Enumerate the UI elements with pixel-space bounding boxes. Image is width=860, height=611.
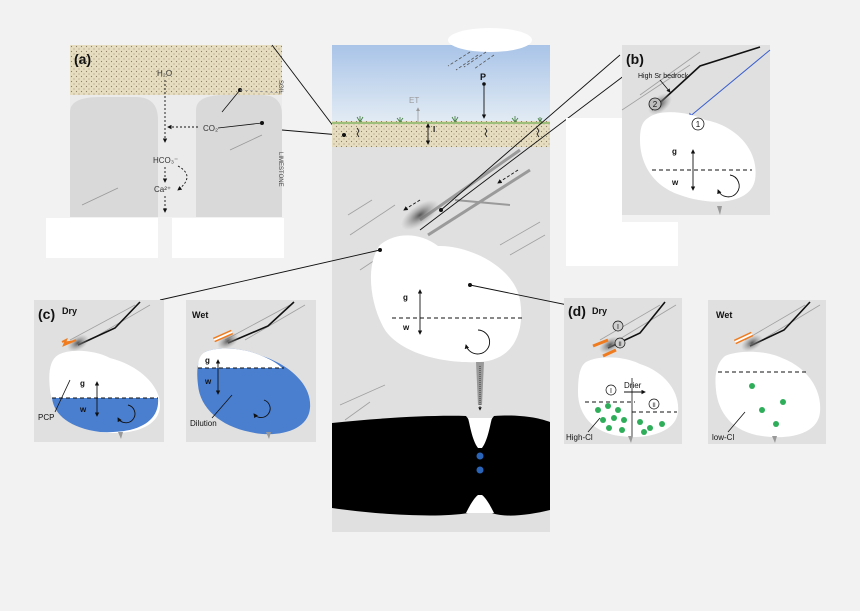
bedrock-shadow bbox=[401, 199, 439, 231]
infiltration-squiggles bbox=[356, 127, 540, 138]
high-sr-bedrock-label: High Sr bedrock bbox=[638, 73, 689, 80]
panel-a-white-block-left bbox=[46, 218, 158, 258]
connector-a-top bbox=[271, 44, 341, 136]
mixing-arrow bbox=[464, 329, 491, 355]
central-reservoir bbox=[370, 235, 522, 363]
panel-c-wet: Wet g w Dilution bbox=[186, 300, 316, 442]
limestone-side-label: LIMESTONE bbox=[277, 152, 283, 187]
pathway-1-number: 1 bbox=[696, 120, 701, 129]
panel-b: (b) High Sr bedrock 2 1 g w bbox=[621, 45, 771, 215]
d-dry-arrow-1 bbox=[592, 338, 609, 348]
panel-c-dry-w: w bbox=[79, 405, 87, 414]
limestone-block-left bbox=[70, 97, 158, 217]
panel-c-dry: (c) Dry g w PCP bbox=[34, 300, 164, 442]
co2-leader-2 bbox=[221, 89, 241, 113]
connector-c bbox=[159, 249, 381, 301]
sky bbox=[332, 45, 550, 123]
panel-d-dry: (d) Dry I II Drier I II High-Cl bbox=[564, 298, 682, 444]
dilution-label: Dilution bbox=[190, 419, 217, 428]
panel-c-wet-g: g bbox=[205, 356, 210, 365]
panel-a-white-block-right bbox=[172, 218, 284, 258]
hco3-label: HCO₃⁻ bbox=[153, 156, 178, 165]
d-top-roman-2: II bbox=[618, 342, 622, 348]
d-lower-roman-1: I bbox=[610, 388, 612, 395]
dry-orange-arrow bbox=[61, 337, 77, 347]
panel-a: (a) H₂O CO₂ HCO₃⁻ Ca²⁺ SOIL LIMESTONE bbox=[46, 45, 284, 258]
panel-d-dry-label: Dry bbox=[592, 306, 607, 316]
et-label: ET bbox=[409, 96, 419, 105]
drip-drop-1 bbox=[476, 452, 484, 460]
panel-b-label: (b) bbox=[626, 51, 644, 67]
d-top-roman-1: I bbox=[617, 324, 619, 331]
low-cl-label: low-Cl bbox=[712, 433, 734, 442]
cloud bbox=[448, 28, 532, 52]
panel-d-wet-label: Wet bbox=[716, 310, 732, 320]
soil-strip bbox=[332, 121, 550, 147]
d-lower-roman-2: II bbox=[652, 403, 656, 409]
connector-a-bottom bbox=[281, 129, 341, 136]
panel-d-label: (d) bbox=[568, 303, 586, 319]
co2-leader-1 bbox=[217, 122, 263, 129]
panel-c-label: (c) bbox=[38, 306, 55, 322]
fractures bbox=[339, 199, 546, 421]
connector-b-lower bbox=[419, 74, 626, 231]
panel-c-wet-w: w bbox=[204, 377, 212, 386]
pathway-2-marker bbox=[648, 97, 662, 111]
panel-b-g: g bbox=[672, 147, 677, 156]
high-cl-dots bbox=[595, 403, 665, 435]
drier-label: Drier bbox=[624, 381, 642, 390]
blue-flow-arrow bbox=[687, 49, 771, 119]
pathway-1-marker bbox=[691, 117, 705, 131]
h2o-label: H₂O bbox=[157, 69, 172, 78]
high-cl-label: High-Cl bbox=[566, 433, 593, 442]
rain bbox=[447, 51, 495, 71]
d-dry-arrow-2 bbox=[602, 348, 617, 358]
panel-c-dry-label: Dry bbox=[62, 306, 77, 316]
grass bbox=[356, 116, 543, 123]
precip-label: P bbox=[480, 72, 486, 82]
panel-c-wet-water bbox=[197, 348, 311, 435]
panel-d-wet: Wet low-Cl bbox=[708, 300, 826, 444]
pcp-label: PCP bbox=[38, 413, 54, 422]
panel-a-label: (a) bbox=[74, 51, 91, 67]
soil-side-label: SOIL bbox=[277, 80, 283, 94]
infiltration-label: I bbox=[433, 125, 435, 134]
stalagmite bbox=[466, 495, 494, 513]
connector-b-upper bbox=[440, 54, 621, 211]
central-cave-section: ET P I g w bbox=[332, 28, 550, 532]
white-block-right-wide bbox=[566, 222, 678, 266]
pathway-2-number: 2 bbox=[653, 100, 658, 109]
panel-c-wet-label: Wet bbox=[192, 310, 208, 320]
ca-label: Ca²⁺ bbox=[154, 185, 171, 194]
co2-label: CO₂ bbox=[203, 124, 218, 133]
stalactite bbox=[476, 362, 484, 405]
panel-c-dry-g: g bbox=[80, 379, 85, 388]
center-w-label: w bbox=[402, 323, 410, 332]
panel-b-w: w bbox=[671, 178, 679, 187]
low-cl-dots bbox=[749, 383, 786, 427]
stalactite-white bbox=[468, 418, 492, 448]
center-g-label: g bbox=[403, 293, 408, 302]
panel-b-reservoir bbox=[640, 112, 756, 202]
soil-layer bbox=[70, 45, 282, 95]
limestone-block-right bbox=[196, 95, 282, 217]
drip-drop-2 bbox=[476, 466, 484, 474]
cave-void bbox=[332, 415, 550, 516]
